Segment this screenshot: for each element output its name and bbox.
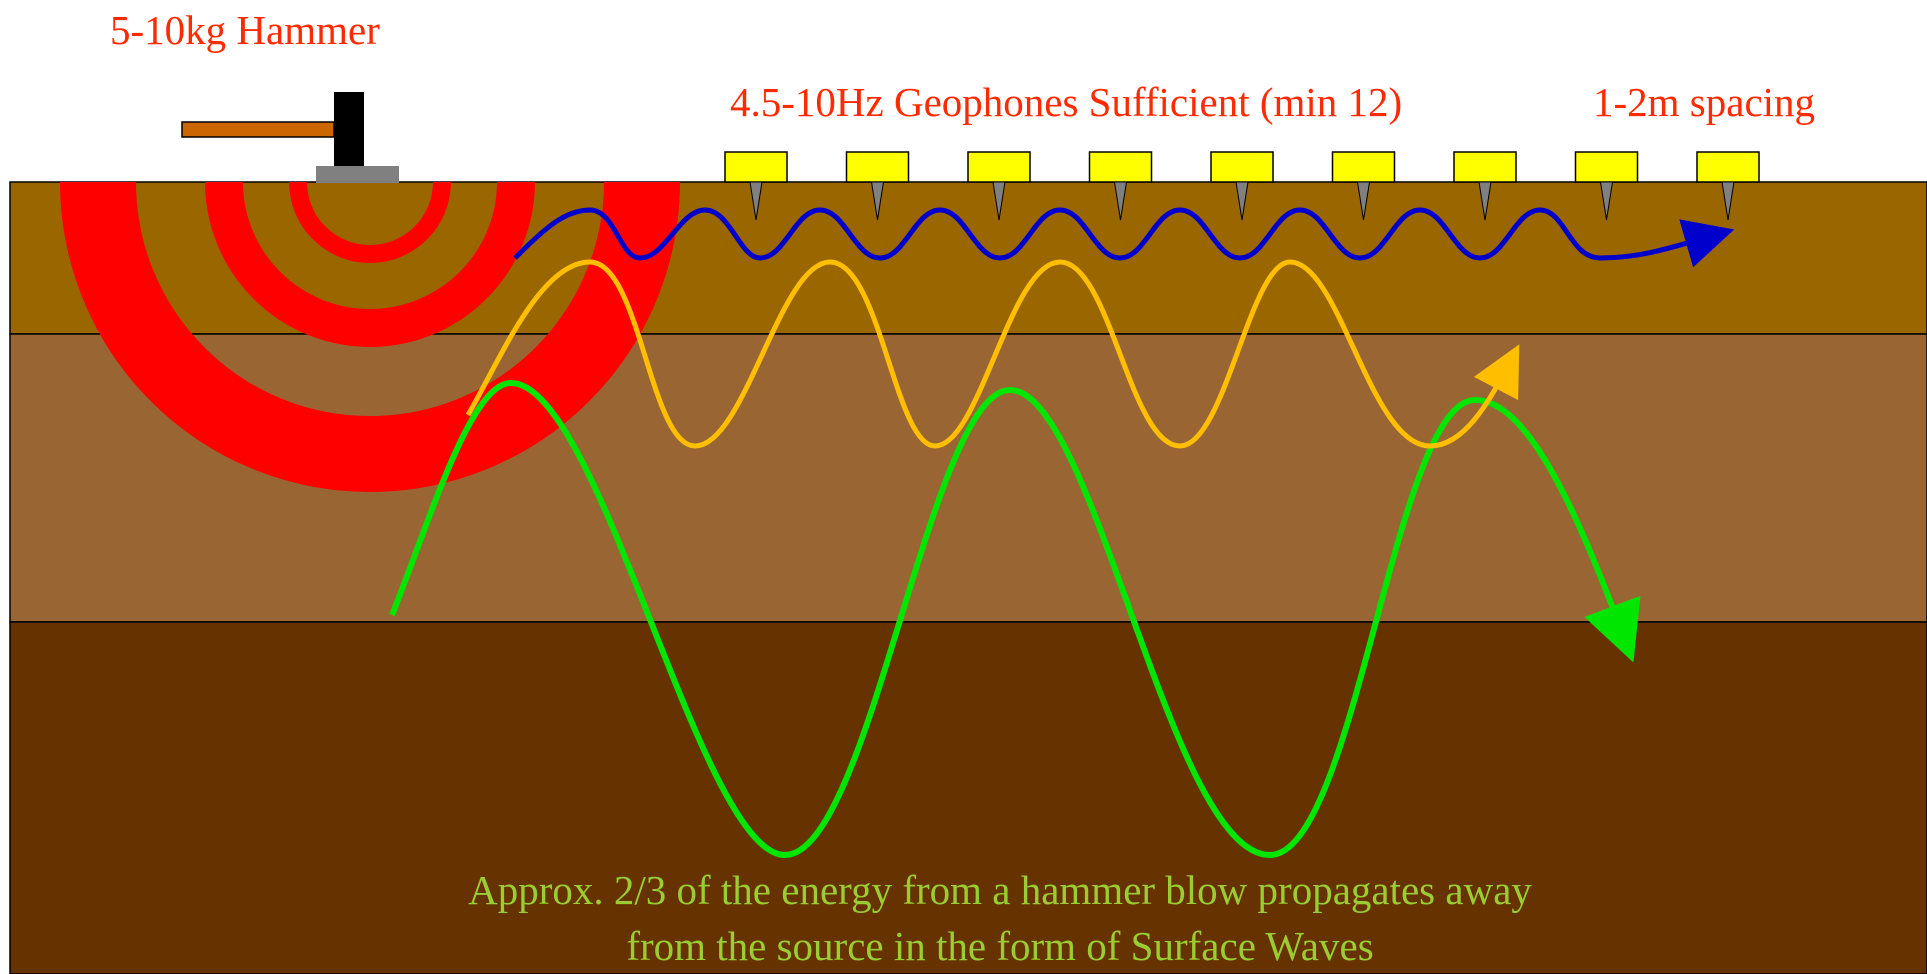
geophone [1453,151,1517,221]
hammer-label: 5-10kg Hammer [110,7,380,53]
geophone-body [724,151,788,183]
geophone-spike [749,181,763,221]
hammer-head [334,92,364,166]
geophone [845,151,910,221]
geophone-body [1331,151,1396,183]
shock-ring-outer [60,182,680,492]
shock-ring-inner [289,182,451,263]
geophone-body [1210,151,1274,183]
geophone [1331,151,1396,221]
shock-ring-middle [205,182,535,347]
base-plate [316,166,399,183]
geophone-body [1453,151,1517,183]
note-line-2: from the source in the form of Surface W… [626,923,1373,969]
layer-bottom-soil [9,621,1927,974]
geophone-body [1574,151,1639,183]
geophone [724,151,788,221]
deep-wave-green [389,379,1641,859]
geophone [1696,151,1760,221]
geophone-body [967,151,1031,183]
surface-wave-blue [513,207,1735,268]
geophones-label: 4.5-10Hz Geophones Sufficient (min 12) [730,79,1402,125]
geophone-spike [870,181,885,221]
geophone-spike [1235,181,1249,221]
spacing-label: 1-2m spacing [1593,79,1815,125]
note-line-1: Approx. 2/3 of the energy from a hammer … [468,867,1532,913]
geophone [1088,151,1153,221]
geophone [967,151,1031,221]
geophone [1574,151,1639,221]
geophone-spike [1721,181,1735,221]
hammer-handle [181,121,335,138]
geophone-body [1696,151,1760,183]
middle-wave-yellow [465,259,1520,449]
geophone-body [845,151,910,183]
hammer [181,92,399,183]
geophone-spike [992,181,1006,221]
shock-rings [60,182,680,492]
geophone-body [1088,151,1153,183]
geophone-spike [1599,181,1614,221]
geophone-spike [1478,181,1492,221]
geophone-spike [1113,181,1128,221]
geophone [1210,151,1274,221]
geophone-array [724,151,1760,221]
geophone-spike [1356,181,1371,221]
